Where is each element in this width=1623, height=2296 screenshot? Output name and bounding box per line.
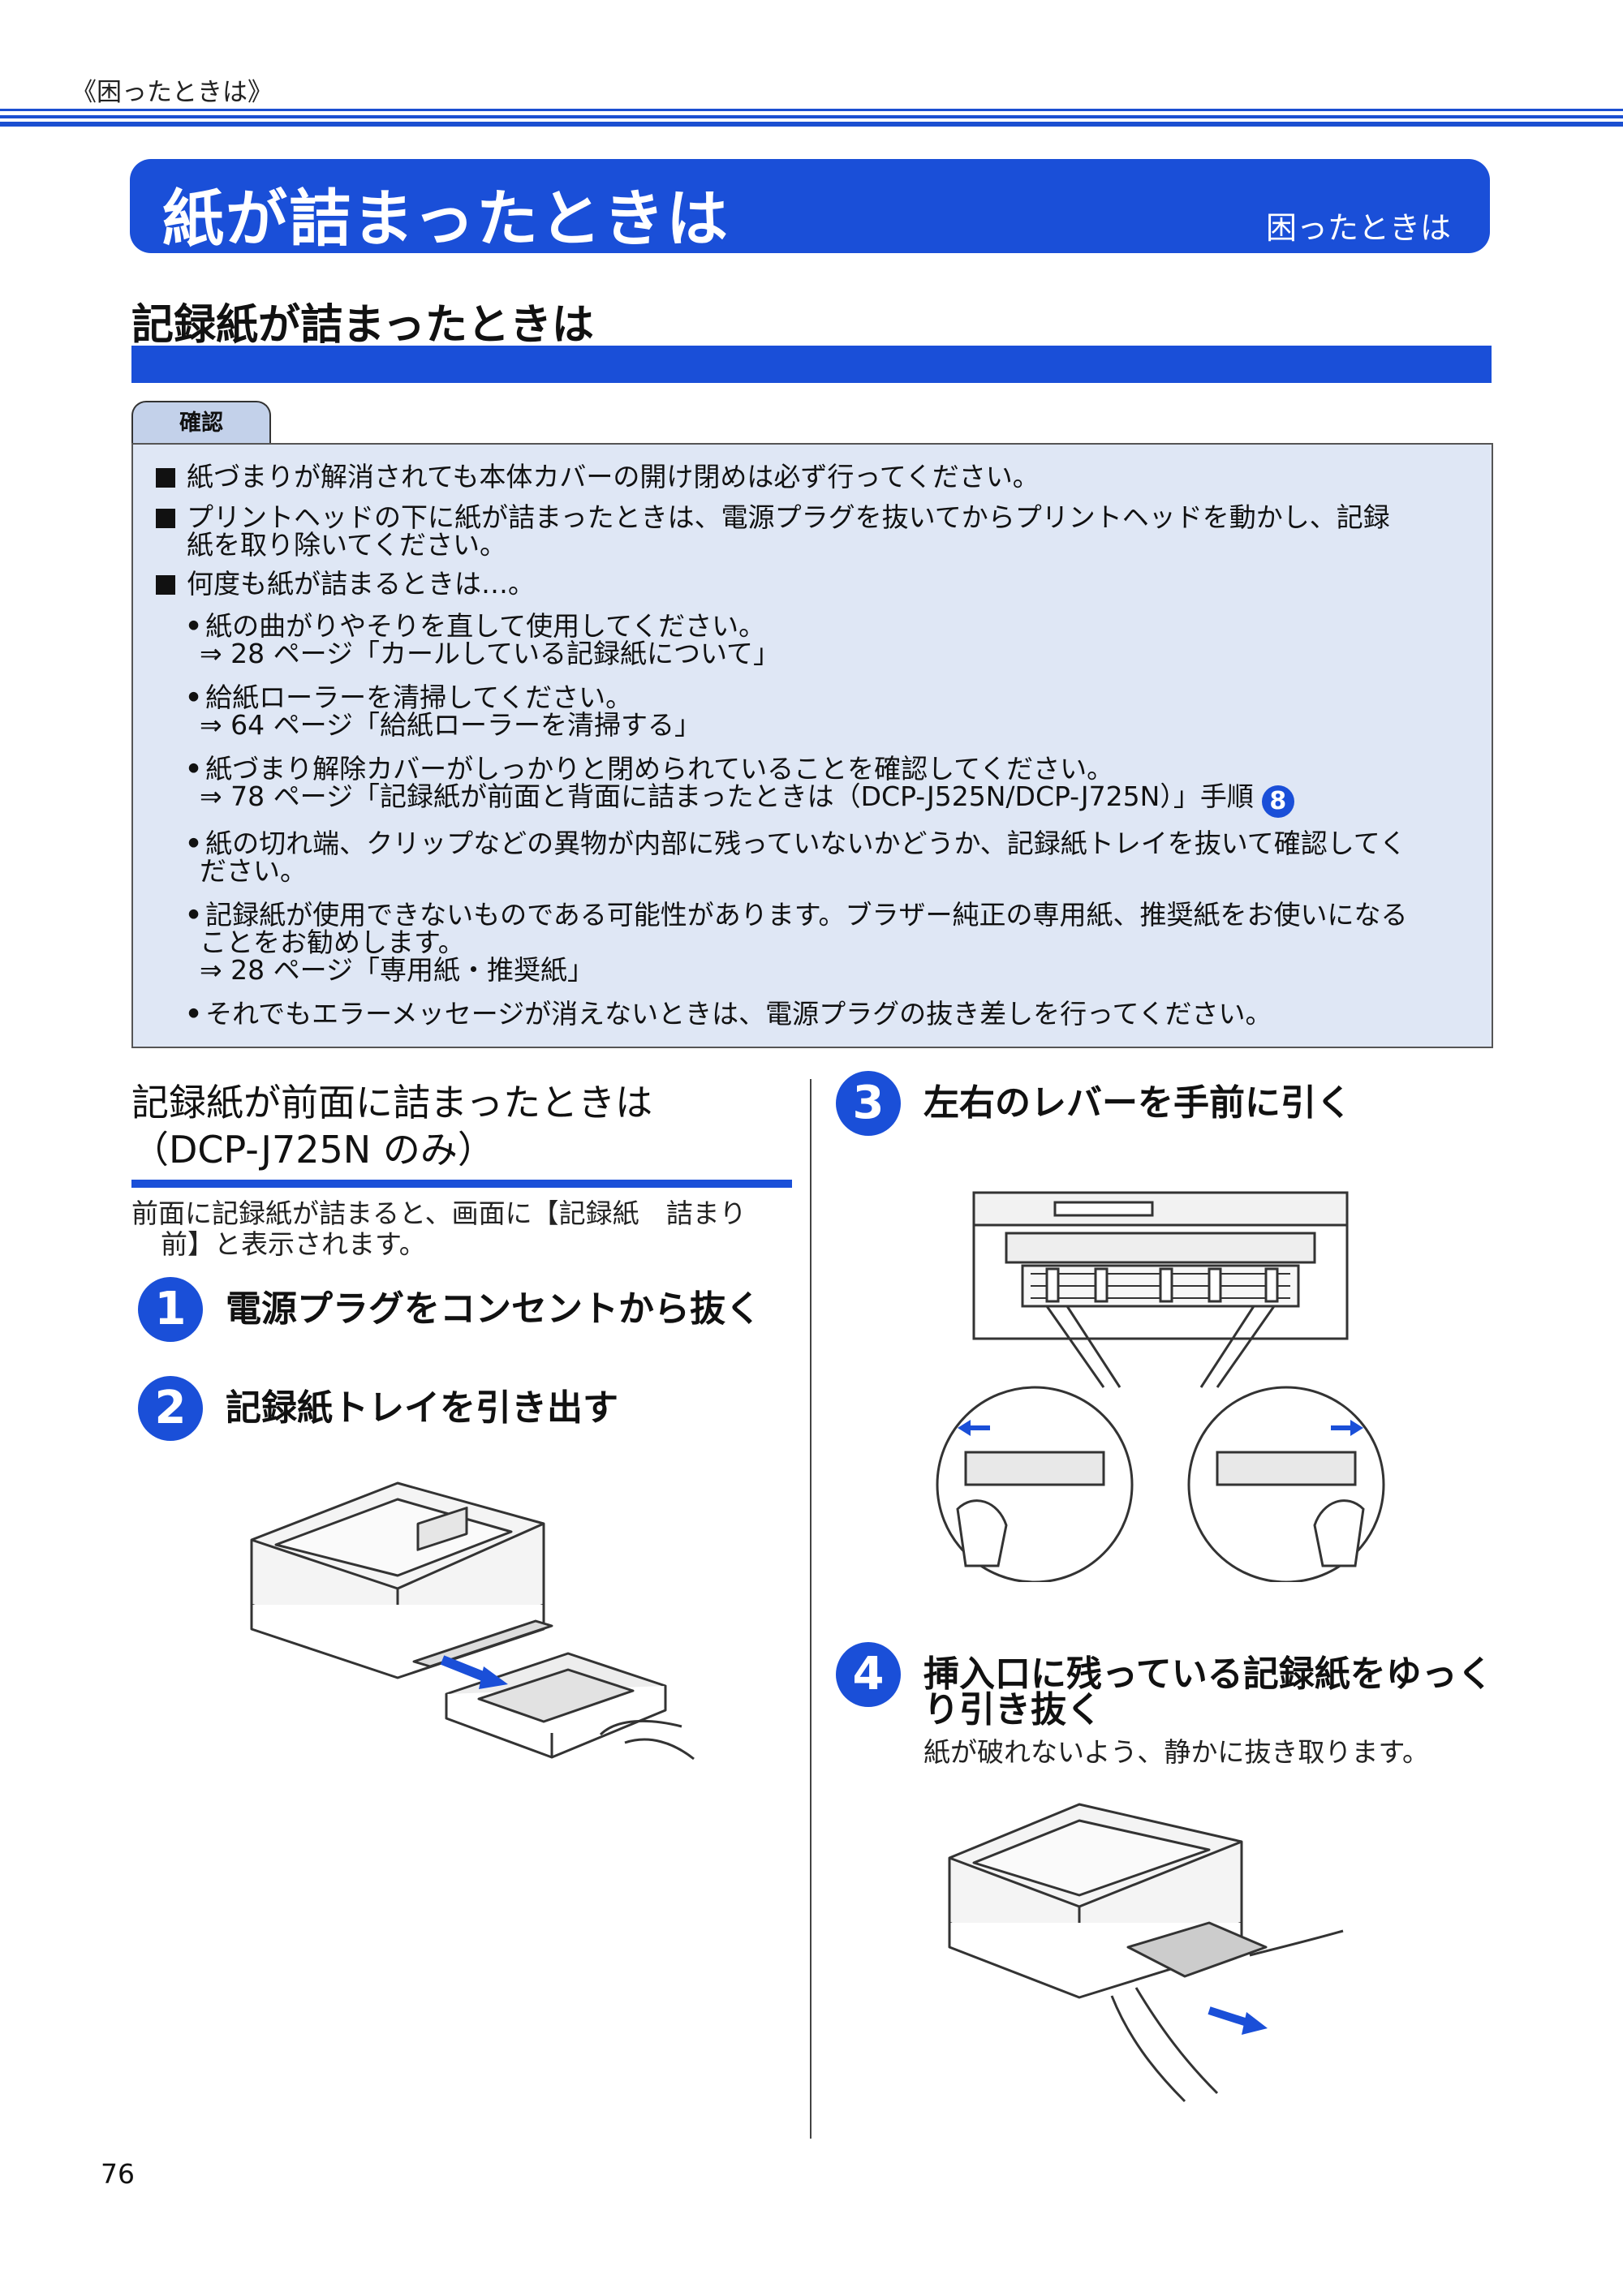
square-bullet-icon bbox=[156, 468, 175, 488]
bullet-1: •紙の曲がりやそりを直して使用してください。 bbox=[185, 610, 766, 642]
step-4-number: 4 bbox=[836, 1642, 901, 1707]
column-divider bbox=[810, 1079, 812, 2139]
page-title: 紙が詰まったときは bbox=[162, 183, 730, 255]
bullet-4: •紙の切れ端、クリップなどの異物が内部に残っていないかどうか、記録紙トレイを抜い… bbox=[185, 828, 1406, 859]
subsection-bar bbox=[131, 1180, 792, 1188]
section-title: 記録紙が詰まったときは bbox=[131, 301, 594, 350]
step-4-label: 挿入口に残っている記録紙をゆっく bbox=[923, 1653, 1493, 1695]
bullet-3: •紙づまり解除カバーがしっかりと閉められていることを確認してください。 bbox=[185, 753, 1114, 785]
intro-text: 前面に記録紙が詰まると、画面に【記録紙 詰まり bbox=[131, 1197, 747, 1229]
bullet-5-cont: ことをお勧めします。 bbox=[200, 927, 465, 958]
subsection-title: 記録紙が前面に詰まったときは bbox=[131, 1081, 653, 1124]
lever-illustration bbox=[936, 1191, 1385, 1582]
step-1-label: 電源プラグをコンセントから抜く bbox=[226, 1288, 761, 1330]
bullet-3-ref: ⇒ 78 ページ「記録紙が前面と背面に詰まったときは（DCP-J525N/DCP… bbox=[200, 782, 1294, 818]
bullet-2: •給紙ローラーを清掃してください。 bbox=[185, 681, 633, 713]
step-4-description: 紙が破れないよう、静かに抜き取ります。 bbox=[923, 1736, 1430, 1768]
step-number-badge: 8 bbox=[1261, 785, 1294, 818]
printer-tray-illustration bbox=[250, 1481, 695, 1761]
square-bullet-icon bbox=[156, 575, 175, 595]
header-rule-mid bbox=[0, 115, 1623, 118]
subsection-title-model: （DCP-J725N のみ） bbox=[131, 1128, 495, 1172]
confirm-item-2: プリントヘッドの下に紙が詰まったときは、電源プラグを抜いてからプリントヘッドを動… bbox=[156, 503, 1390, 532]
step-3-label: 左右のレバーを手前に引く bbox=[923, 1082, 1352, 1124]
confirm-tab: 確認 bbox=[131, 401, 271, 445]
step-4-label-cont: り引き抜く bbox=[923, 1689, 1102, 1731]
confirm-box bbox=[131, 443, 1493, 1048]
chapter-banner bbox=[130, 159, 1490, 253]
bullet-5-ref: ⇒ 28 ページ「専用紙・推奨紙」 bbox=[200, 954, 594, 986]
confirm-item-2-cont: 紙を取り除いてください。 bbox=[187, 529, 507, 561]
step-1-number: 1 bbox=[138, 1277, 203, 1342]
bullet-2-ref: ⇒ 64 ページ「給紙ローラーを清掃する」 bbox=[200, 709, 701, 741]
step-2-number: 2 bbox=[138, 1376, 203, 1441]
breadcrumb: 《困ったときは》 bbox=[71, 78, 273, 107]
step-2-label: 記録紙トレイを引き出す bbox=[226, 1387, 618, 1429]
confirm-item-3: 何度も紙が詰まるときは…。 bbox=[156, 570, 535, 599]
bullet-5: •記録紙が使用できないものである可能性があります。ブラザー純正の専用紙、推奨紙を… bbox=[185, 899, 1408, 931]
header-rule-thick bbox=[0, 122, 1623, 127]
bullet-1-ref: ⇒ 28 ページ「カールしている記録紙について」 bbox=[200, 638, 780, 669]
section-bar bbox=[131, 346, 1492, 383]
pull-paper-illustration bbox=[948, 1803, 1344, 2103]
step-3-number: 3 bbox=[836, 1071, 901, 1136]
page-number: 76 bbox=[101, 2158, 135, 2190]
square-bullet-icon bbox=[156, 509, 175, 528]
chapter-tab: 困ったときは bbox=[1266, 210, 1452, 246]
bullet-4-cont: ださい。 bbox=[200, 855, 307, 887]
confirm-item-1: 紙づまりが解消されても本体カバーの開け閉めは必ず行ってください。 bbox=[156, 462, 1040, 492]
bullet-6: •それでもエラーメッセージが消えないときは、電源プラグの抜き差しを行ってください… bbox=[185, 998, 1272, 1030]
header-rule-thin bbox=[0, 109, 1623, 111]
intro-text-cont: 前】と表示されます。 bbox=[161, 1228, 426, 1260]
